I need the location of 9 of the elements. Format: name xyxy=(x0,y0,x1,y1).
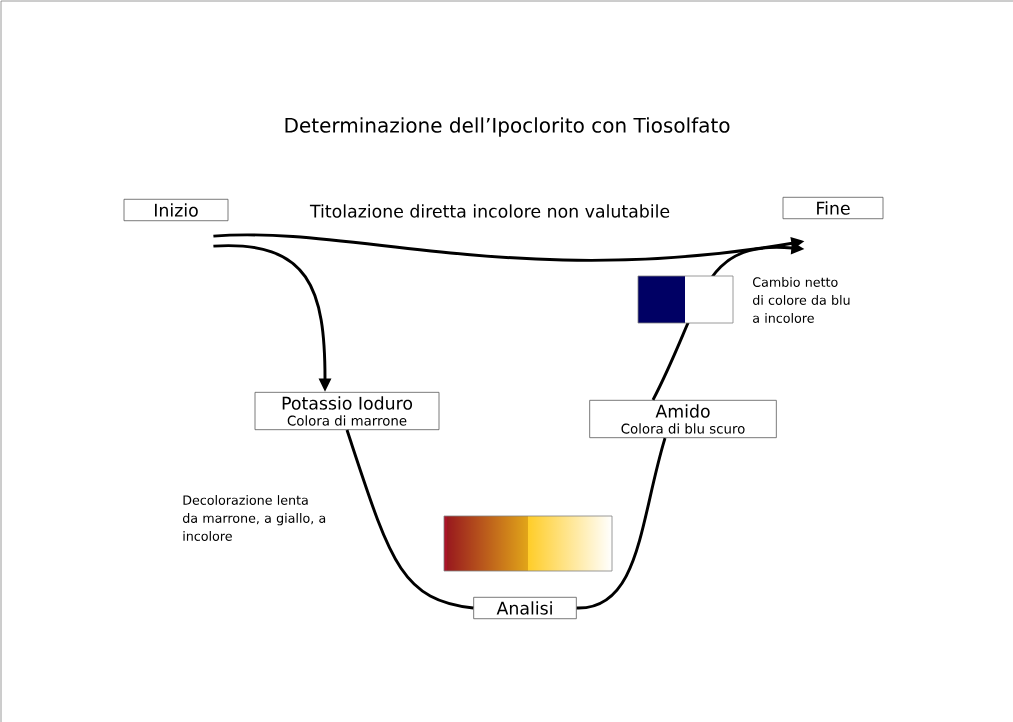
end-box: Fine xyxy=(782,196,884,220)
reagent-box: Potassio Ioduro Colora di marrone xyxy=(254,391,440,431)
analysis-box: Analisi xyxy=(473,596,577,620)
note: Cambio netto di colore da blu a incolore xyxy=(752,277,850,323)
start-box: Inizio xyxy=(123,198,229,222)
note: Decolorazione lenta da marrone, a giallo, a incolore xyxy=(182,495,326,541)
reagent-box: Amido Colora di blu scuro xyxy=(589,399,777,439)
edge-label: Titolazione diretta incolore non valutabile xyxy=(308,202,672,220)
title: Determinazione dell’Ipoclorito con Tiosolfato xyxy=(285,117,730,137)
